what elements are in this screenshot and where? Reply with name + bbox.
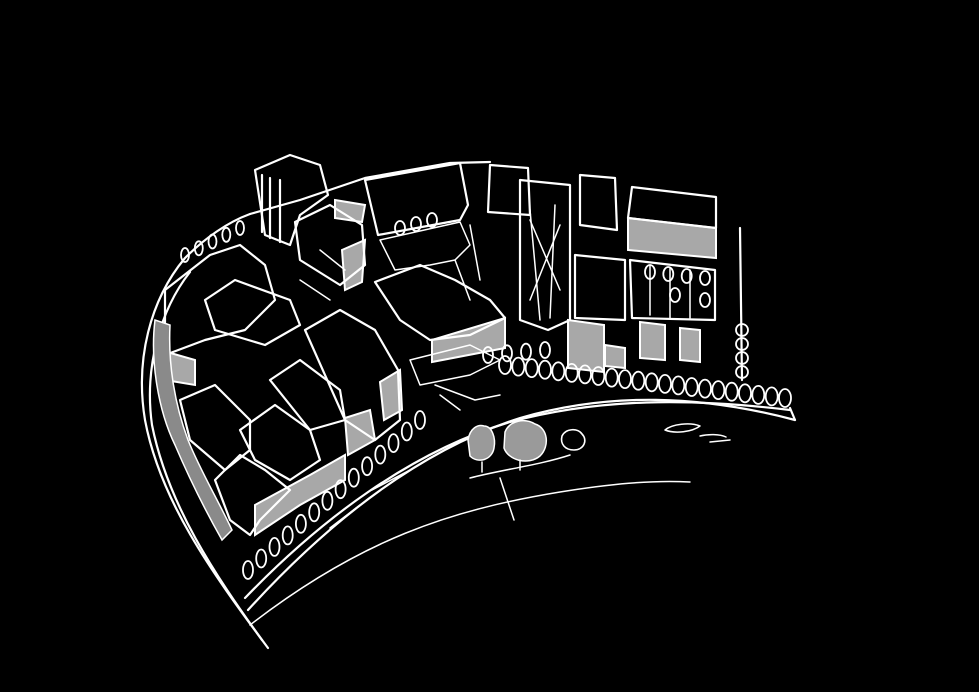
- street-tree: [671, 375, 686, 396]
- street-tree: [735, 323, 749, 337]
- tree-feature: [503, 419, 547, 471]
- building-block: [578, 173, 619, 232]
- building-block: [373, 263, 507, 342]
- street-tree: [662, 266, 675, 282]
- street-tree: [511, 356, 526, 377]
- building-block: [163, 243, 277, 357]
- street-tree: [618, 369, 632, 390]
- shaded-facade: [378, 368, 404, 422]
- street-tree: [604, 367, 619, 388]
- building-block: [260, 173, 282, 244]
- tree-feature: [560, 428, 586, 451]
- street-tree: [281, 525, 294, 546]
- street-tree: [644, 372, 659, 393]
- street-tree: [374, 444, 387, 465]
- street-tree: [680, 268, 693, 284]
- street-tree: [591, 366, 606, 386]
- street-tree: [764, 386, 779, 407]
- street-tree: [735, 365, 749, 379]
- building-block: [213, 453, 292, 537]
- building-block: [268, 358, 347, 432]
- street-tree: [410, 216, 422, 232]
- building-block: [293, 203, 367, 287]
- street-tree: [193, 240, 204, 257]
- street-tree: [631, 370, 646, 391]
- street-tree: [361, 456, 374, 477]
- street-tree: [207, 233, 218, 250]
- building-block: [518, 178, 572, 332]
- street-tree: [308, 502, 321, 523]
- street-tree: [538, 359, 552, 380]
- building-block: [363, 161, 470, 237]
- shaded-facade: [679, 326, 701, 364]
- street-tree: [394, 220, 406, 236]
- boat: [664, 423, 701, 433]
- street-tree: [268, 537, 281, 557]
- building-block: [486, 163, 532, 217]
- street-tree: [698, 378, 712, 399]
- street-tree: [235, 220, 245, 236]
- street-tree: [524, 358, 539, 379]
- street-tree: [255, 548, 268, 569]
- street-tree: [501, 344, 513, 363]
- street-tree: [735, 337, 749, 351]
- street-tree: [578, 364, 592, 385]
- boats: [664, 423, 731, 443]
- street-tree: [539, 341, 551, 359]
- street-tree: [751, 384, 766, 405]
- street-tree: [498, 355, 512, 375]
- building-block: [203, 278, 302, 347]
- boat: [699, 433, 731, 443]
- shaded-facade: [639, 320, 666, 362]
- street-tree: [699, 270, 711, 286]
- street-tree: [564, 362, 579, 383]
- shaded-facade: [343, 408, 377, 457]
- street-tree: [658, 373, 672, 394]
- tree-feature: [467, 424, 496, 473]
- street-tree: [551, 361, 566, 382]
- street-tree: [334, 479, 347, 500]
- street-tree: [778, 388, 792, 408]
- building-block: [573, 253, 627, 322]
- shaded-facade: [254, 453, 346, 537]
- building-block: [628, 258, 717, 322]
- street-tree: [242, 560, 254, 580]
- street-tree: [669, 287, 681, 303]
- street-tree: [321, 490, 334, 511]
- street-tree: [180, 247, 190, 263]
- building-block: [626, 185, 718, 230]
- internal-streets: [299, 204, 691, 411]
- street-trees: [180, 212, 792, 580]
- feature-trees: [467, 419, 586, 479]
- street-tree: [738, 383, 752, 404]
- street-tree: [711, 380, 726, 401]
- street-tree: [699, 292, 711, 308]
- street-tree: [520, 342, 532, 361]
- building-block: [238, 403, 322, 482]
- building-block: [253, 153, 330, 247]
- street-tree: [387, 433, 400, 454]
- street-tree: [221, 226, 232, 243]
- street-tree: [347, 467, 360, 488]
- shaded-facades: [158, 198, 717, 537]
- west-tree-band: [152, 318, 233, 542]
- shaded-facade: [334, 198, 367, 224]
- street-tree: [644, 264, 656, 280]
- street-tree: [426, 212, 438, 228]
- street-tree: [482, 346, 494, 364]
- street-tree: [294, 513, 307, 534]
- building-block: [303, 308, 402, 442]
- street-tree: [724, 381, 739, 402]
- shaded-facade: [340, 238, 367, 292]
- street-tree: [684, 377, 699, 397]
- street-tree: [735, 351, 749, 365]
- street-tree: [400, 421, 413, 442]
- shaded-facade: [604, 343, 626, 370]
- waterfront-promenade: [243, 398, 797, 626]
- street-tree: [414, 410, 426, 430]
- shaded-facade: [431, 316, 506, 364]
